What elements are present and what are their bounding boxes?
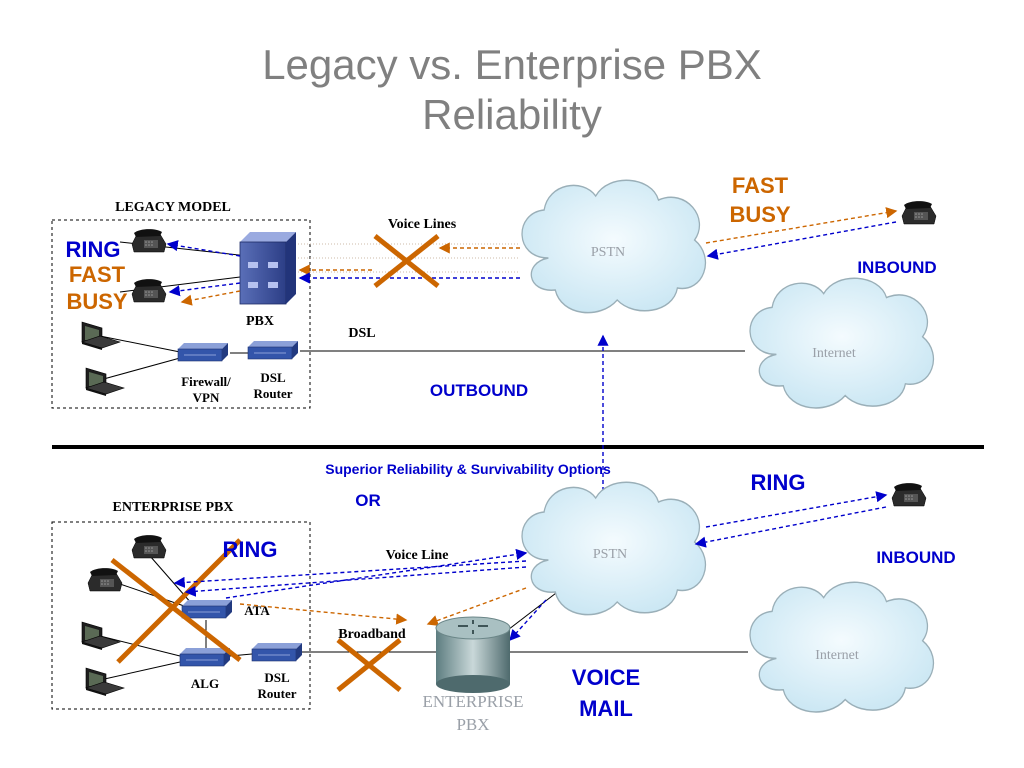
alg-label: ALG [191, 676, 219, 691]
enterprise-pbx-label-2: PBX [456, 715, 489, 734]
enterprise-dsl-router-label-2: Router [258, 686, 297, 701]
enterprise-pstn-label: PSTN [593, 547, 627, 562]
legacy-pbx-icon [239, 232, 296, 305]
enterprise-local-cross-b [116, 538, 242, 664]
busy-legacy-text: BUSY [66, 289, 127, 314]
legacy-dsl-router-label-2: Router [254, 386, 293, 401]
arrow-pstn-remote-blue-e [705, 491, 888, 528]
arrow-ata-pstn-blue [225, 548, 528, 599]
ring-remote-text: RING [751, 470, 806, 495]
legacy-phone-1-icon [131, 228, 167, 253]
legacy-laptop-1-icon [81, 321, 121, 351]
legacy-pbx-label: PBX [246, 314, 274, 329]
legacy-dsl-router-icon [247, 340, 299, 360]
remote-busy-text: BUSY [729, 202, 790, 227]
enterprise-local-cross-a [110, 558, 242, 662]
voice-lines-cross-b [373, 234, 440, 288]
enterprise-phone-2-icon [87, 567, 123, 592]
legacy-firewall-label-1: Firewall/ [181, 374, 231, 389]
arrow-ring-legacy [166, 240, 241, 257]
slide-title-line-1: Legacy vs. Enterprise PBX [262, 41, 762, 88]
voice-lines-label: Voice Lines [388, 217, 457, 232]
wire-laptop2-fw [99, 357, 181, 381]
legacy-firewall-icon [177, 342, 229, 362]
legacy-remote-phone-icon [901, 200, 937, 225]
enterprise-phone-1-icon [131, 534, 167, 559]
arrow-pstn-phone-blue-2 [184, 566, 527, 597]
arrow-fastbusy-legacy [180, 290, 241, 306]
arrow-pstn-phone-blue [173, 560, 527, 588]
legacy-firewall-label-2: VPN [193, 390, 220, 405]
or-text: OR [355, 491, 381, 510]
legacy-phone-2-icon [131, 278, 167, 303]
enterprise-laptop-1-icon [81, 621, 121, 651]
dsl-label: DSL [348, 326, 375, 341]
legacy-model-heading: LEGACY MODEL [115, 200, 231, 215]
enterprise-box [51, 521, 311, 710]
fast-legacy-text: FAST [69, 262, 126, 287]
enterprise-heading: ENTERPRISE PBX [113, 500, 234, 515]
legacy-internet-cloud [749, 277, 935, 409]
mail-text: MAIL [579, 696, 633, 721]
enterprise-inbound-text: INBOUND [876, 548, 955, 567]
enterprise-pbx-icon [435, 616, 511, 693]
enterprise-pbx-label-1: ENTERPRISE [422, 692, 523, 711]
remote-fast-text: FAST [732, 173, 789, 198]
wire-laptop1-fw [99, 335, 181, 353]
slide-title: Legacy vs. Enterprise PBX Reliability [0, 40, 1024, 140]
arrow-pbx-phone2-blue [168, 282, 241, 297]
arrow-remote-pstn-blue [706, 221, 897, 260]
enterprise-remote-phone-icon [891, 482, 927, 507]
slide-title-line-2: Reliability [422, 91, 602, 138]
superior-reliability-text: Superior Reliability & Survivability Opt… [325, 461, 611, 477]
ata-device-icon [181, 599, 233, 619]
ring-legacy-text: RING [66, 237, 121, 262]
legacy-inbound-text: INBOUND [857, 258, 936, 277]
legacy-laptop-2-icon [85, 367, 125, 397]
legacy-box [51, 219, 311, 409]
broadband-label: Broadband [338, 627, 406, 642]
enterprise-internet-label: Internet [815, 648, 859, 663]
outbound-text: OUTBOUND [430, 381, 528, 400]
voice-text: VOICE [572, 665, 640, 690]
alg-device-icon [179, 647, 231, 667]
arrow-remote-pstn-blue-e [694, 506, 887, 548]
legacy-pstn-label: PSTN [591, 245, 625, 260]
legacy-internet-label: Internet [812, 346, 856, 361]
legacy-dsl-router-label-1: DSL [260, 370, 286, 385]
enterprise-laptop-2-icon [85, 667, 125, 697]
voice-line-label: Voice Line [386, 548, 449, 563]
enterprise-dsl-router-label-1: DSL [264, 670, 290, 685]
arrow-pstn-pbx-orange [426, 587, 527, 626]
wire-elaptop1-alg [99, 635, 181, 657]
arrow-pstn-pbx-blue-e [509, 599, 547, 642]
wire-elaptop2-alg [99, 661, 181, 681]
broadband-cross-b [336, 638, 402, 692]
ring-enterprise-local-text: RING [223, 537, 278, 562]
enterprise-dsl-router-icon [251, 642, 303, 662]
